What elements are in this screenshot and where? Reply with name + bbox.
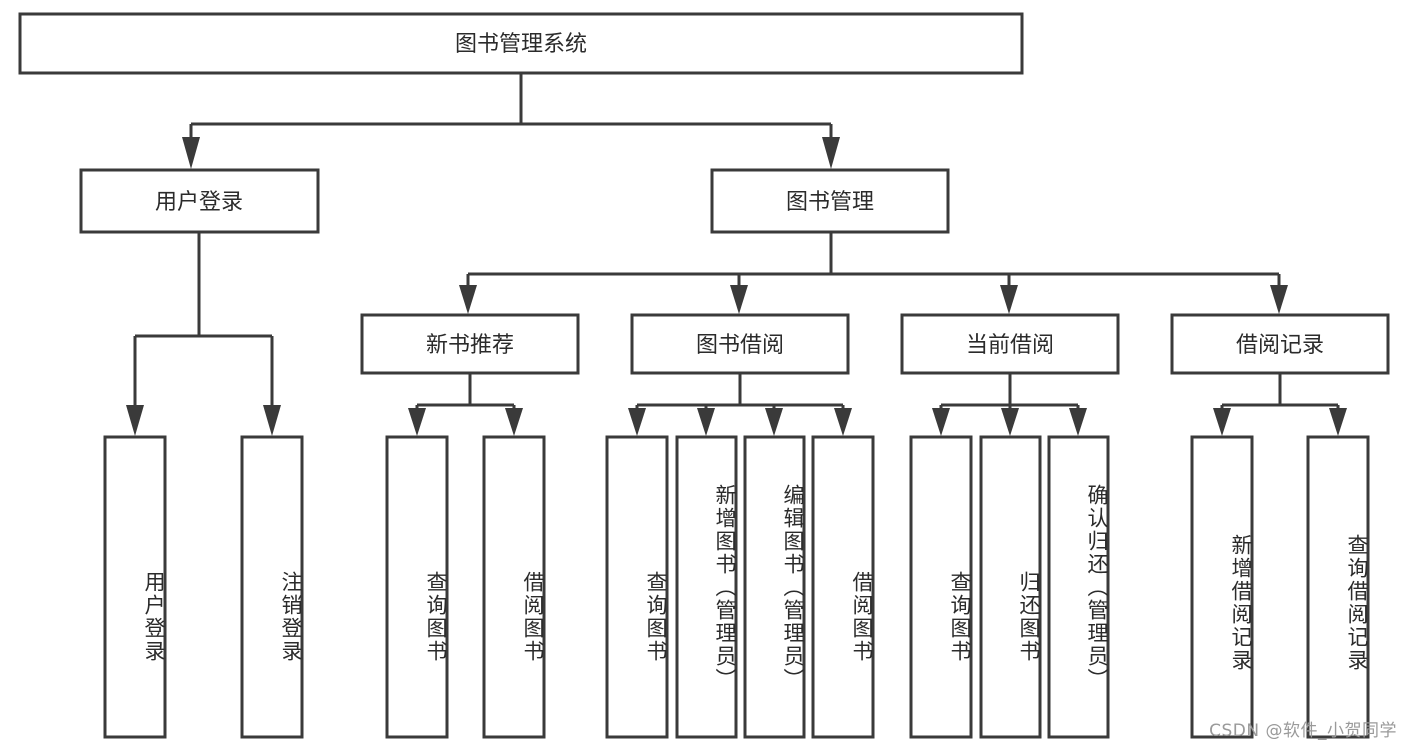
node-leaf-edit-book-box[interactable] — [743, 435, 806, 739]
arrow-head-leaf-borrow-book-2 — [834, 408, 852, 436]
node-leaf-return-book-box[interactable] — [979, 435, 1042, 739]
node-leaf-query-book-1-box[interactable] — [385, 435, 449, 739]
connector-newbook-to-leaves — [408, 373, 523, 436]
arrow-head-leaf-confirm-return — [1069, 408, 1087, 436]
node-leaf-user-login-box[interactable] — [103, 435, 167, 739]
node-leaf-add-record-label: 新增借阅记录 — [1229, 534, 1253, 672]
connector-borrowrecord-to-leaves — [1213, 373, 1347, 436]
node-leaf-return-book-label: 归还图书 — [1017, 571, 1041, 663]
node-book-manage[interactable]: 图书管理 — [710, 168, 950, 234]
node-root-label: 图书管理系统 — [455, 32, 587, 57]
arrow-head-book-borrow — [730, 285, 748, 314]
node-root[interactable]: 图书管理系统 — [18, 12, 1024, 75]
node-current-borrow-box[interactable] — [900, 313, 1120, 375]
node-current-borrow-label: 当前借阅 — [966, 333, 1054, 358]
node-borrow-record-box[interactable] — [1170, 313, 1390, 375]
node-book-manage-box[interactable] — [710, 168, 950, 234]
node-leaf-borrow-book-2-label: 借阅图书 — [850, 571, 874, 663]
node-leaf-add-book-box[interactable] — [675, 435, 738, 739]
connector-currentborrow-to-leaves — [932, 373, 1087, 436]
node-leaf-user-login-label: 用户登录 — [142, 571, 166, 663]
arrow-head-leaf-borrow-book-1 — [505, 408, 523, 436]
node-user-login-box[interactable] — [79, 168, 320, 234]
node-leaf-logout-login-box[interactable] — [240, 435, 304, 739]
arrow-head-book-manage — [822, 137, 840, 169]
arrow-head-leaf-query-book-1 — [408, 408, 426, 436]
arrow-head-leaf-add-book — [697, 408, 715, 436]
node-book-borrow-box[interactable] — [630, 313, 850, 375]
connector-bookborrow-to-leaves — [628, 373, 852, 436]
arrow-head-current-borrow — [1000, 285, 1018, 314]
node-user-login[interactable]: 用户登录 — [79, 168, 320, 234]
node-leaf-confirm-return-label: 确认归还（管理员） — [1085, 484, 1109, 691]
node-user-login-label: 用户登录 — [155, 190, 243, 215]
arrow-head-user-login — [182, 137, 200, 169]
node-leaf-edit-book-label: 编辑图书（管理员） — [781, 484, 805, 691]
node-new-book-recommend-label: 新书推荐 — [426, 333, 514, 358]
node-leaf-query-book-2-box[interactable] — [605, 435, 669, 739]
connector-bookmanage-to-level2 — [459, 232, 1288, 314]
node-leaf-query-book-3-box[interactable] — [909, 435, 973, 739]
arrow-head-new-book-recommend — [459, 285, 477, 314]
node-leaf-borrow-book-1-label: 借阅图书 — [521, 571, 545, 663]
node-leaf-query-book-1-label: 查询图书 — [424, 571, 448, 663]
node-book-borrow-label: 图书借阅 — [696, 333, 784, 358]
node-current-borrow[interactable]: 当前借阅 — [900, 313, 1120, 375]
connector-root-to-level1 — [182, 73, 840, 169]
arrow-head-leaf-query-book-2 — [628, 408, 646, 436]
connector-userlogin-to-leaves — [126, 232, 281, 436]
node-root-box[interactable] — [18, 12, 1024, 75]
node-borrow-record[interactable]: 借阅记录 — [1170, 313, 1390, 375]
arrow-head-leaf-user-login — [126, 405, 144, 436]
node-leaf-query-book-3-label: 查询图书 — [948, 571, 972, 663]
csdn-watermark: CSDN @软件_小贺同学 — [1209, 721, 1397, 741]
node-book-borrow[interactable]: 图书借阅 — [630, 313, 850, 375]
node-leaf-query-record-box[interactable] — [1306, 435, 1370, 739]
node-leaf-query-record-label: 查询借阅记录 — [1345, 534, 1369, 672]
arrow-head-leaf-edit-book — [765, 408, 783, 436]
node-leaf-add-record-box[interactable] — [1190, 435, 1254, 739]
arrow-head-leaf-add-record — [1213, 408, 1231, 436]
node-leaf-borrow-book-1-box[interactable] — [482, 435, 546, 739]
arrow-head-borrow-record — [1270, 285, 1288, 314]
node-leaf-query-book-2-label: 查询图书 — [644, 571, 668, 663]
node-book-manage-label: 图书管理 — [786, 190, 874, 215]
node-new-book-recommend[interactable]: 新书推荐 — [360, 313, 580, 375]
arrow-head-leaf-logout-login — [263, 405, 281, 436]
node-leaf-add-book-label: 新增图书（管理员） — [713, 484, 737, 691]
node-leaf-confirm-return-box[interactable] — [1047, 435, 1110, 739]
arrow-head-leaf-query-book-3 — [932, 408, 950, 436]
node-leaf-borrow-book-2-box[interactable] — [811, 435, 875, 739]
node-borrow-record-label: 借阅记录 — [1236, 333, 1324, 358]
leaf-boxes — [103, 435, 1370, 739]
arrow-head-leaf-query-record — [1329, 408, 1347, 436]
node-leaf-logout-login-label: 注销登录 — [279, 571, 303, 663]
node-new-book-recommend-box[interactable] — [360, 313, 580, 375]
arrow-head-leaf-return-book — [1001, 408, 1019, 436]
